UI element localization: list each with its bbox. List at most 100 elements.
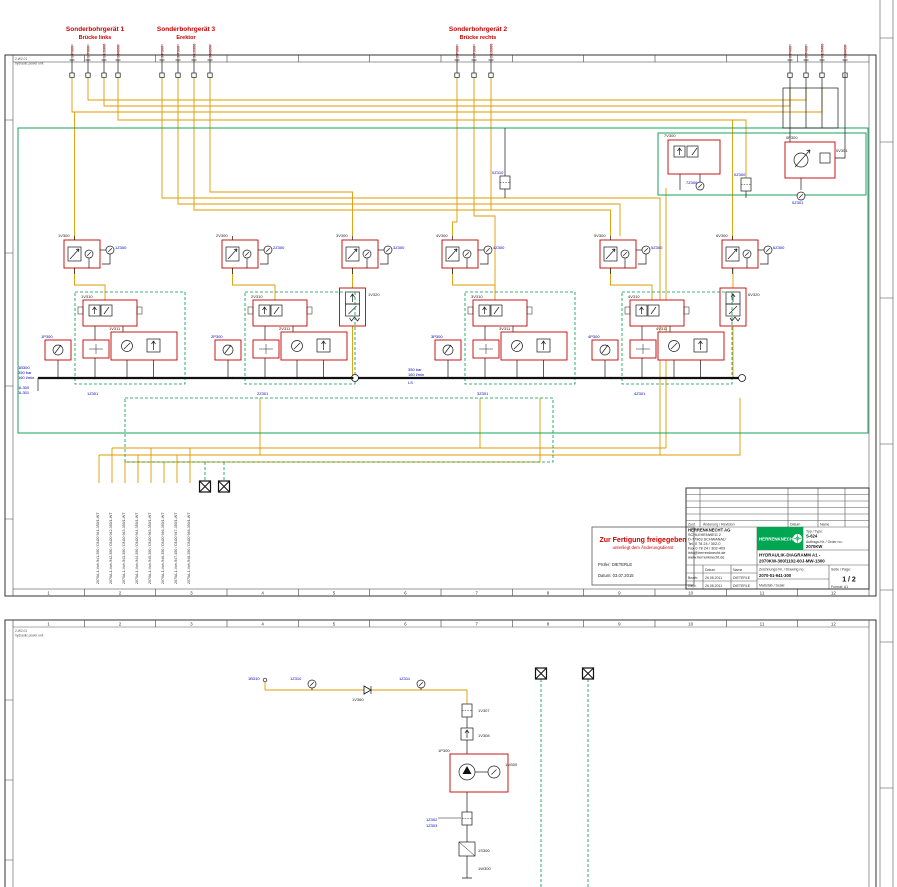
header-drop-lines: [71, 44, 846, 60]
herrenknecht-logo: [757, 527, 803, 550]
row-bearb: Bearb.: [688, 576, 698, 580]
ruler-number: 5: [333, 621, 336, 626]
herrenknecht-logo-icon: [792, 533, 803, 544]
device-sublabel-3: Erektor: [176, 35, 196, 41]
gepr-name: DIETERLE: [733, 584, 751, 588]
component-tag: 1P300: [41, 334, 53, 339]
device-sublabel-1: Brücke links: [79, 35, 112, 41]
ruler-number: 10: [688, 591, 694, 596]
ruler-number: 11: [760, 621, 765, 626]
component-tag: 2V300: [216, 233, 228, 238]
device-label-1: Sonderbohrgerät 1: [66, 26, 125, 33]
company-line: Fax 0 78 24 / 302-403: [688, 547, 725, 551]
rev-col-header: Änderung / Revision: [703, 522, 735, 526]
stamp-approver: Prüfer: DIETERLE: [598, 562, 632, 567]
ruler-number: 7: [475, 591, 478, 596]
component-tag: 0Z310: [492, 170, 504, 175]
ruler-number: 2: [119, 621, 122, 626]
ruler-number: 12: [831, 621, 837, 626]
port-tag: 1-LS300: [103, 44, 107, 58]
sheet-corner-note: hydraulic power unit: [15, 62, 43, 66]
component-tag: 5V300: [594, 233, 606, 238]
format-label: Format: A1: [831, 585, 848, 589]
component-tag: 1W300: [478, 866, 491, 871]
row-gepr: Gepr.: [688, 584, 697, 588]
port-tag: 2-LS300: [490, 44, 494, 58]
port-tag: 3-P300: [161, 46, 165, 58]
component-tag: 1Z303: [426, 823, 438, 828]
component-tag: 2Z300: [273, 245, 285, 250]
component-tag: 160 l/min: [408, 372, 424, 377]
port-tag: 3-LS300: [193, 44, 197, 58]
component-tag: 1P300: [438, 748, 450, 753]
ruler-number: 1: [47, 621, 50, 626]
component-tag: 4Z301: [634, 391, 646, 396]
component-tag: LS: [408, 380, 413, 385]
component-tag: 0V301: [836, 148, 848, 153]
hose-label: 2070A-1-Voh-941-350 / DN20 941-350/1-WT: [96, 512, 100, 584]
ruler-number: 9: [618, 621, 621, 626]
device-sublabel-2: Brücke rechts: [460, 35, 497, 41]
component-tag: 1V360: [352, 697, 364, 702]
component-tag: 1S300: [478, 848, 490, 853]
adjacent-sheet-edge: [879, 0, 894, 887]
stamp-date: Datum: 03.07.2015: [598, 573, 634, 578]
sheet-corner-note: 2-W2-01: [15, 629, 27, 633]
logo-text: HERRENKNECHT: [759, 537, 796, 542]
hose-connection-stubs: [69, 59, 848, 78]
component-tag: 1V308: [478, 733, 490, 738]
hose-label: 2070A-1-Voh-943-350 / DN20 943-350/1-WT: [122, 512, 126, 584]
port-tag: 2-P300: [456, 46, 460, 58]
hose-label: 2070A-1-Voh-946-350 / DN20 946-350/1-WT: [161, 512, 165, 584]
drawing-title: HYDRAULIK-DIAGRAMM A1 -: [759, 553, 821, 558]
port-tag: 0-LS400: [821, 44, 825, 58]
component-tag: 1Z310: [290, 676, 302, 681]
ruler-number: 3: [190, 621, 193, 626]
port-tag: 1-T300: [87, 46, 91, 58]
component-tag: 4V310: [628, 294, 640, 299]
component-tag: 1Z302: [426, 817, 438, 822]
ruler-number: 12: [831, 591, 837, 596]
manifold: [37, 374, 746, 391]
stamp-line1: Zur Fertigung freigegeben: [599, 537, 686, 544]
component-tag: 1M300: [505, 762, 518, 767]
hose-label: 2070A-1-Voh-947-350 / DN20 947-350/1-WT: [174, 512, 178, 584]
port-tag: 1-P300: [71, 46, 75, 58]
port-tag: 2-T300: [473, 46, 477, 58]
component-tag: 0Z300: [734, 172, 746, 177]
component-tag: 350 bar: [18, 370, 32, 375]
ruler-number: 7: [475, 621, 478, 626]
component-tag: 1V307: [478, 708, 490, 713]
ruler-number: 11: [760, 591, 765, 596]
ruler-number: 8: [547, 591, 550, 596]
component-tag: 3V300: [336, 233, 348, 238]
component-tag: 5Z300: [651, 245, 663, 250]
component-tag: 0P300: [786, 135, 798, 140]
component-tag: 7V300: [664, 133, 676, 138]
component-tag: 6Z300: [773, 245, 785, 250]
ruler-number: 9: [618, 591, 621, 596]
component-tag: 1Z300: [115, 245, 127, 250]
rev-col-header: Zust.: [688, 522, 696, 526]
component-tag: 1V300: [58, 233, 70, 238]
sheet-corner-note: 2-W2-01: [15, 57, 27, 61]
gepr-date: 26.08.2011: [705, 584, 722, 588]
component-tag: 3Z300: [393, 245, 405, 250]
ruler-number: 1: [47, 591, 50, 596]
component-tag: 1Z311: [399, 676, 411, 681]
port-tag: 3-M300: [209, 45, 213, 58]
col-name: Name: [733, 568, 742, 572]
hose-label: 2070A-1-Voh-948-350 / DN20 948-350/1-WT: [187, 512, 191, 584]
rev-col-header: Datum: [790, 522, 800, 526]
ruler-number: 5: [333, 591, 336, 596]
component-tag: 1V310: [81, 294, 93, 299]
order-label: Auftrags-Nr. / Order no.:: [806, 540, 843, 544]
ruler-number: 6: [404, 621, 407, 626]
component-tag: 2Z301: [257, 391, 269, 396]
company-line: www.herrenknecht.de: [688, 556, 725, 560]
component-tag: 3P300: [431, 334, 443, 339]
drawing-title: 2070KW-300/1102-60J-MW-1300: [759, 559, 825, 564]
rev-col-header: Name: [820, 522, 829, 526]
